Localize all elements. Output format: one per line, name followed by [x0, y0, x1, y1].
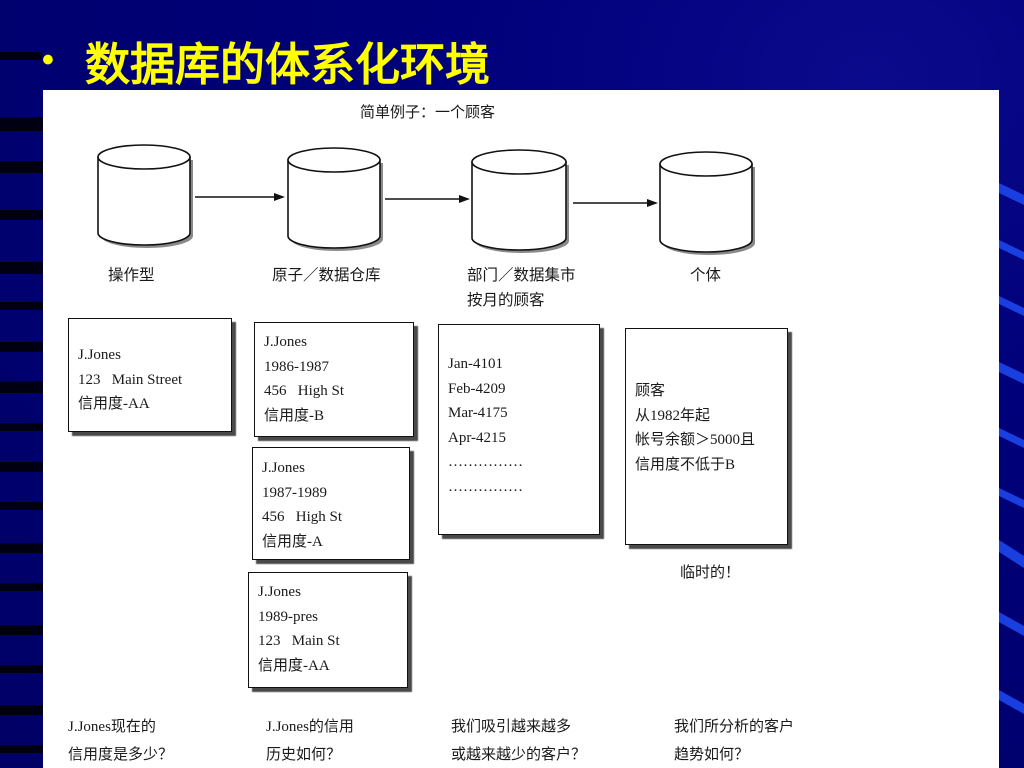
cylinder-operational	[97, 144, 193, 248]
question-line: 我们吸引越来越多	[451, 719, 572, 735]
right-stripes	[999, 183, 1024, 714]
question-line: 或越来越少的客户？	[451, 747, 587, 763]
record-line: 信用度-B	[264, 407, 325, 424]
record-line: 123 Main Street	[78, 371, 183, 388]
record-line: 456 High St	[264, 383, 345, 399]
pipeline-diagram	[97, 144, 755, 255]
record-line: 1986-1987	[264, 358, 329, 375]
stage-label-operational: 操作型	[108, 267, 155, 284]
record-line: J.Jones	[258, 584, 301, 600]
question-line: 历史如何？	[266, 747, 342, 763]
question-operational: J.Jones现在的 信用度是多少？	[68, 713, 173, 768]
record-line: 从1982年起	[635, 407, 711, 424]
arrow-operational-to-warehouse	[195, 193, 285, 201]
stage-label-warehouse: 原子／数据仓库	[272, 267, 381, 284]
figure-panel: 简单例子：一个顾客 操作型 原子／数据仓库 部门／数据集市 按月的顾客 个体 J…	[43, 90, 999, 768]
record-line: 信用度-A	[262, 533, 323, 550]
record-line: 信用度不低于B	[635, 456, 736, 473]
record-line: ……………	[448, 478, 523, 495]
record-line: 123 Main St	[258, 633, 340, 649]
record-line: 信用度-AA	[78, 396, 150, 412]
cylinder-datamart	[471, 149, 569, 253]
record-line: 信用度-AA	[258, 657, 330, 674]
record-line: J.Jones	[78, 347, 121, 363]
record-line: Feb-4209	[448, 380, 506, 397]
record-card-warehouse-3: J.Jones 1989-pres 123 Main St 信用度-AA	[248, 572, 408, 688]
stage-label-individual: 个体	[690, 267, 722, 284]
question-line: 我们所分析的客户	[674, 719, 795, 735]
record-line: Mar-4175	[448, 405, 508, 421]
stage-label-datamart: 部门／数据集市	[467, 267, 576, 284]
record-card-operational: J.Jones 123 Main Street 信用度-AA	[68, 318, 232, 432]
slide-title: • 数据库的体系化环境	[42, 32, 490, 90]
question-line: J.Jones现在的	[68, 719, 156, 735]
arrow-datamart-to-individual	[573, 199, 658, 207]
question-line: 信用度是多少？	[68, 747, 174, 763]
record-line: 1987-1989	[262, 484, 327, 501]
record-line: 顾客	[635, 383, 666, 399]
left-stripes	[0, 52, 43, 753]
question-individual: 我们所分析的客户 趋势如何？	[674, 713, 794, 768]
cylinder-warehouse	[287, 147, 383, 251]
record-card-warehouse-2: J.Jones 1987-1989 456 High St 信用度-A	[252, 447, 410, 560]
question-line: J.Jones的信用	[266, 719, 354, 735]
bullet: •	[42, 40, 54, 79]
question-warehouse: J.Jones的信用 历史如何？	[266, 713, 354, 768]
slide-title-text: 数据库的体系化环境	[85, 38, 491, 90]
record-line: ……………	[448, 454, 523, 470]
arrow-warehouse-to-datamart	[385, 195, 470, 203]
record-line: 帐号余额＞5000且	[635, 432, 756, 448]
record-line: Jan-4101	[448, 356, 503, 372]
stage-sublabel-datamart: 按月的顾客	[467, 292, 545, 309]
record-card-datamart: Jan-4101 Feb-4209 Mar-4175 Apr-4215 ……………	[438, 324, 600, 535]
record-line: 456 High St	[262, 509, 343, 525]
question-datamart: 我们吸引越来越多 或越来越少的客户？	[451, 713, 586, 768]
question-line: 趋势如何？	[674, 747, 750, 763]
record-line: 1989-pres	[258, 608, 318, 625]
cylinder-individual	[659, 151, 755, 255]
record-card-warehouse-1: J.Jones 1986-1987 456 High St 信用度-B	[254, 322, 414, 437]
figure-caption: 简单例子：一个顾客	[360, 105, 496, 121]
record-line: J.Jones	[262, 460, 305, 476]
record-card-individual: 顾客 从1982年起 帐号余额＞5000且 信用度不低于B	[625, 328, 788, 545]
record-line: J.Jones	[264, 334, 307, 350]
individual-note: 临时的！	[680, 565, 741, 581]
record-line: Apr-4215	[448, 429, 507, 446]
